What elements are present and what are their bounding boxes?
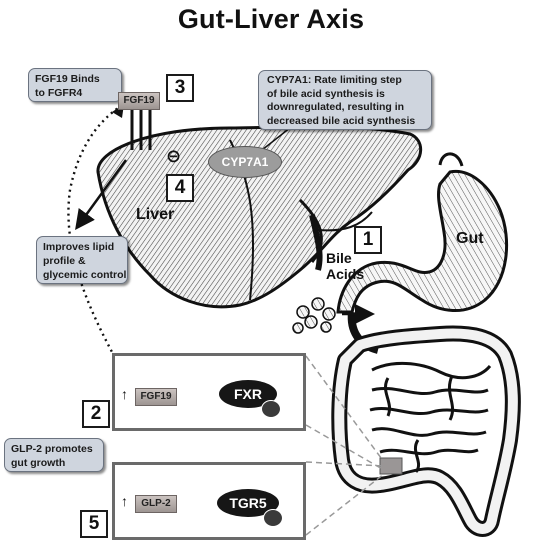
number-box-1: 1 (354, 226, 382, 254)
tgr5-panel-glp2-tag: GLP-2 (135, 495, 177, 513)
fxr-panel-fgf19-tag: FGF19 (135, 388, 177, 406)
callout-line: CYP7A1: Rate limiting step (267, 74, 402, 86)
callout-line: of bile acid synthesis is (267, 87, 385, 100)
liver-fgf19-tag: FGF19 (118, 92, 160, 110)
callout-line: decreased bile acid synthesis (267, 114, 416, 127)
fgfr4-receptor (130, 110, 152, 150)
bile-acids-line: Bile (326, 250, 352, 266)
small-intestine (369, 361, 492, 473)
callout-line: FGF19 Binds (35, 73, 100, 85)
callout-line: Improves lipid (43, 241, 115, 253)
fxr-panel: ↑ FGF19 FXR (112, 353, 306, 431)
tgr5-panel: ↑ GLP-2 TGR5 (112, 462, 306, 540)
stomach-shape (336, 169, 509, 314)
callout-line: to FGFR4 (35, 87, 83, 99)
bile-acid-droplets (292, 297, 336, 334)
up-arrow-icon: ↑ (121, 386, 128, 402)
callout-line: GLP-2 promotes (11, 443, 93, 455)
callout-line: downregulated, resulting in (267, 101, 405, 113)
callout-line: profile & (43, 255, 86, 267)
bile-acids-line: Acids (326, 266, 365, 282)
lipid-profile-callout: Improves lipid profile & glycemic contro… (36, 236, 128, 284)
bile-acids-label: Bile Acids (326, 250, 364, 282)
number-box-3: 3 (166, 74, 194, 102)
glp2-callout: GLP-2 promotes gut growth (4, 438, 104, 472)
number-box-4: 4 (166, 174, 194, 202)
number-box-2: 2 (82, 400, 110, 428)
up-arrow-icon: ↑ (121, 493, 128, 509)
fxr-ligand (261, 400, 281, 418)
page-title: Gut-Liver Axis (177, 4, 365, 34)
tgr5-receptor: TGR5 (217, 489, 279, 517)
inhibit-icon: ⊖ (166, 146, 182, 166)
liver-label: Liver (136, 206, 175, 223)
cyp7a1-enzyme: CYP7A1 (208, 146, 282, 178)
liver-shape (96, 125, 423, 309)
number-box-5: 5 (80, 510, 108, 538)
tgr5-ligand (263, 509, 283, 527)
callout-line: gut growth (11, 457, 66, 469)
fgf19-binds-callout: FGF19 Binds to FGFR4 (28, 68, 122, 102)
callout-line: glycemic control (43, 269, 127, 281)
gut-label: Gut (456, 230, 484, 247)
cyp7a1-callout: CYP7A1: Rate limiting step of bile acid … (258, 70, 432, 130)
colon-shape (331, 325, 521, 537)
